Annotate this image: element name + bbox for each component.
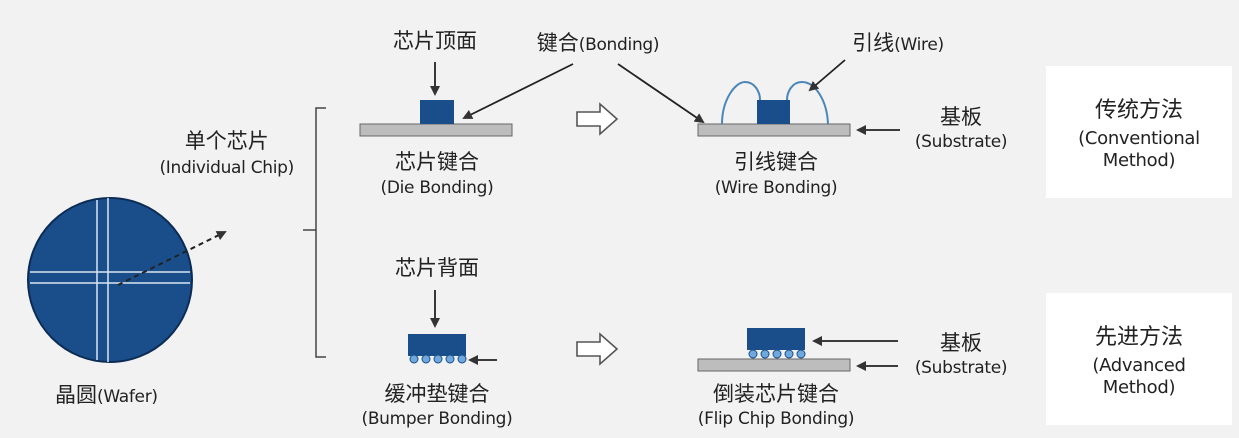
individual-chip-en: (Individual Chip) [159, 158, 294, 179]
wire-label: 引线(Wire) [852, 31, 944, 55]
bonding-label: 键合(Bonding) [536, 31, 660, 55]
individual-chip-zh: 单个芯片 [184, 129, 269, 153]
wire-label-en: (Wire) [894, 35, 944, 55]
die-bonding-label: 芯片键合 (Die Bonding) [380, 150, 494, 199]
flip-chip-bonding-zh: 倒装芯片键合 [713, 382, 839, 406]
substrate-bottom-label: 基板 (Substrate) [914, 331, 1008, 379]
flip-chip-bonding-graphic [697, 328, 898, 372]
wire-bonding-zh: 引线键合 [734, 150, 818, 174]
flip-chip-bonding-label: 倒装芯片键合 (Flip Chip Bonding) [697, 382, 855, 430]
conventional-method-en-1: (Conventional [1078, 128, 1200, 150]
flip-chip-bonding-en: (Flip Chip Bonding) [697, 409, 855, 430]
chip-back-label: 芯片背面 [395, 256, 479, 280]
substrate-top-en: (Substrate) [914, 132, 1008, 153]
die-bonding-en: (Die Bonding) [380, 178, 494, 199]
substrate-bottom-zh: 基板 [940, 331, 982, 355]
bumper-bonding-en: (Bumper Bonding) [361, 409, 513, 430]
individual-chip-label: 单个芯片 (Individual Chip) [159, 129, 294, 179]
conventional-method-box: 传统方法 (Conventional Method) [1046, 66, 1232, 198]
conventional-method-zh: 传统方法 [1094, 98, 1183, 124]
bracket [303, 107, 326, 358]
wafer-label-en: (Wafer) [97, 387, 158, 407]
substrate-top-zh: 基板 [940, 105, 982, 129]
wire-bonding-graphic [697, 59, 900, 137]
process-arrow-bottom [576, 332, 619, 366]
substrate-bottom-en: (Substrate) [914, 358, 1008, 379]
wire-label-zh: 引线 [852, 31, 895, 55]
wafer-label: 晶圆(Wafer) [55, 383, 158, 407]
advanced-method-box: 先进方法 (Advanced Method) [1046, 293, 1232, 425]
wire-bonding-en: (Wire Bonding) [714, 178, 838, 199]
bumper-bonding-zh: 缓冲垫键合 [384, 382, 490, 406]
die-bonding-graphic [359, 62, 513, 137]
bumper-bonding-graphic [408, 290, 497, 365]
bonding-arrow-right [617, 63, 705, 124]
conventional-method-en-2: Method) [1102, 150, 1176, 171]
die-bonding-zh: 芯片键合 [395, 150, 479, 174]
advanced-method-en-2: Method) [1102, 377, 1176, 398]
bonding-label-en: (Bonding) [578, 35, 660, 55]
advanced-method-zh: 先进方法 [1094, 325, 1183, 351]
wafer-to-chip-arrow [117, 231, 227, 286]
advanced-method-en-1: (Advanced [1092, 355, 1186, 377]
wire-bonding-label: 引线键合 (Wire Bonding) [714, 150, 838, 199]
bumper-bonding-label: 缓冲垫键合 (Bumper Bonding) [361, 382, 513, 430]
bonding-label-zh: 键合 [536, 31, 579, 55]
chip-top-label: 芯片顶面 [393, 29, 477, 53]
wafer-label-zh: 晶圆 [55, 383, 97, 407]
process-arrow-top [576, 102, 619, 136]
wafer-graphic [27, 197, 227, 363]
wire-arrow [808, 59, 846, 92]
bonding-arrow-left [462, 63, 574, 119]
substrate-top-label: 基板 (Substrate) [914, 105, 1008, 153]
